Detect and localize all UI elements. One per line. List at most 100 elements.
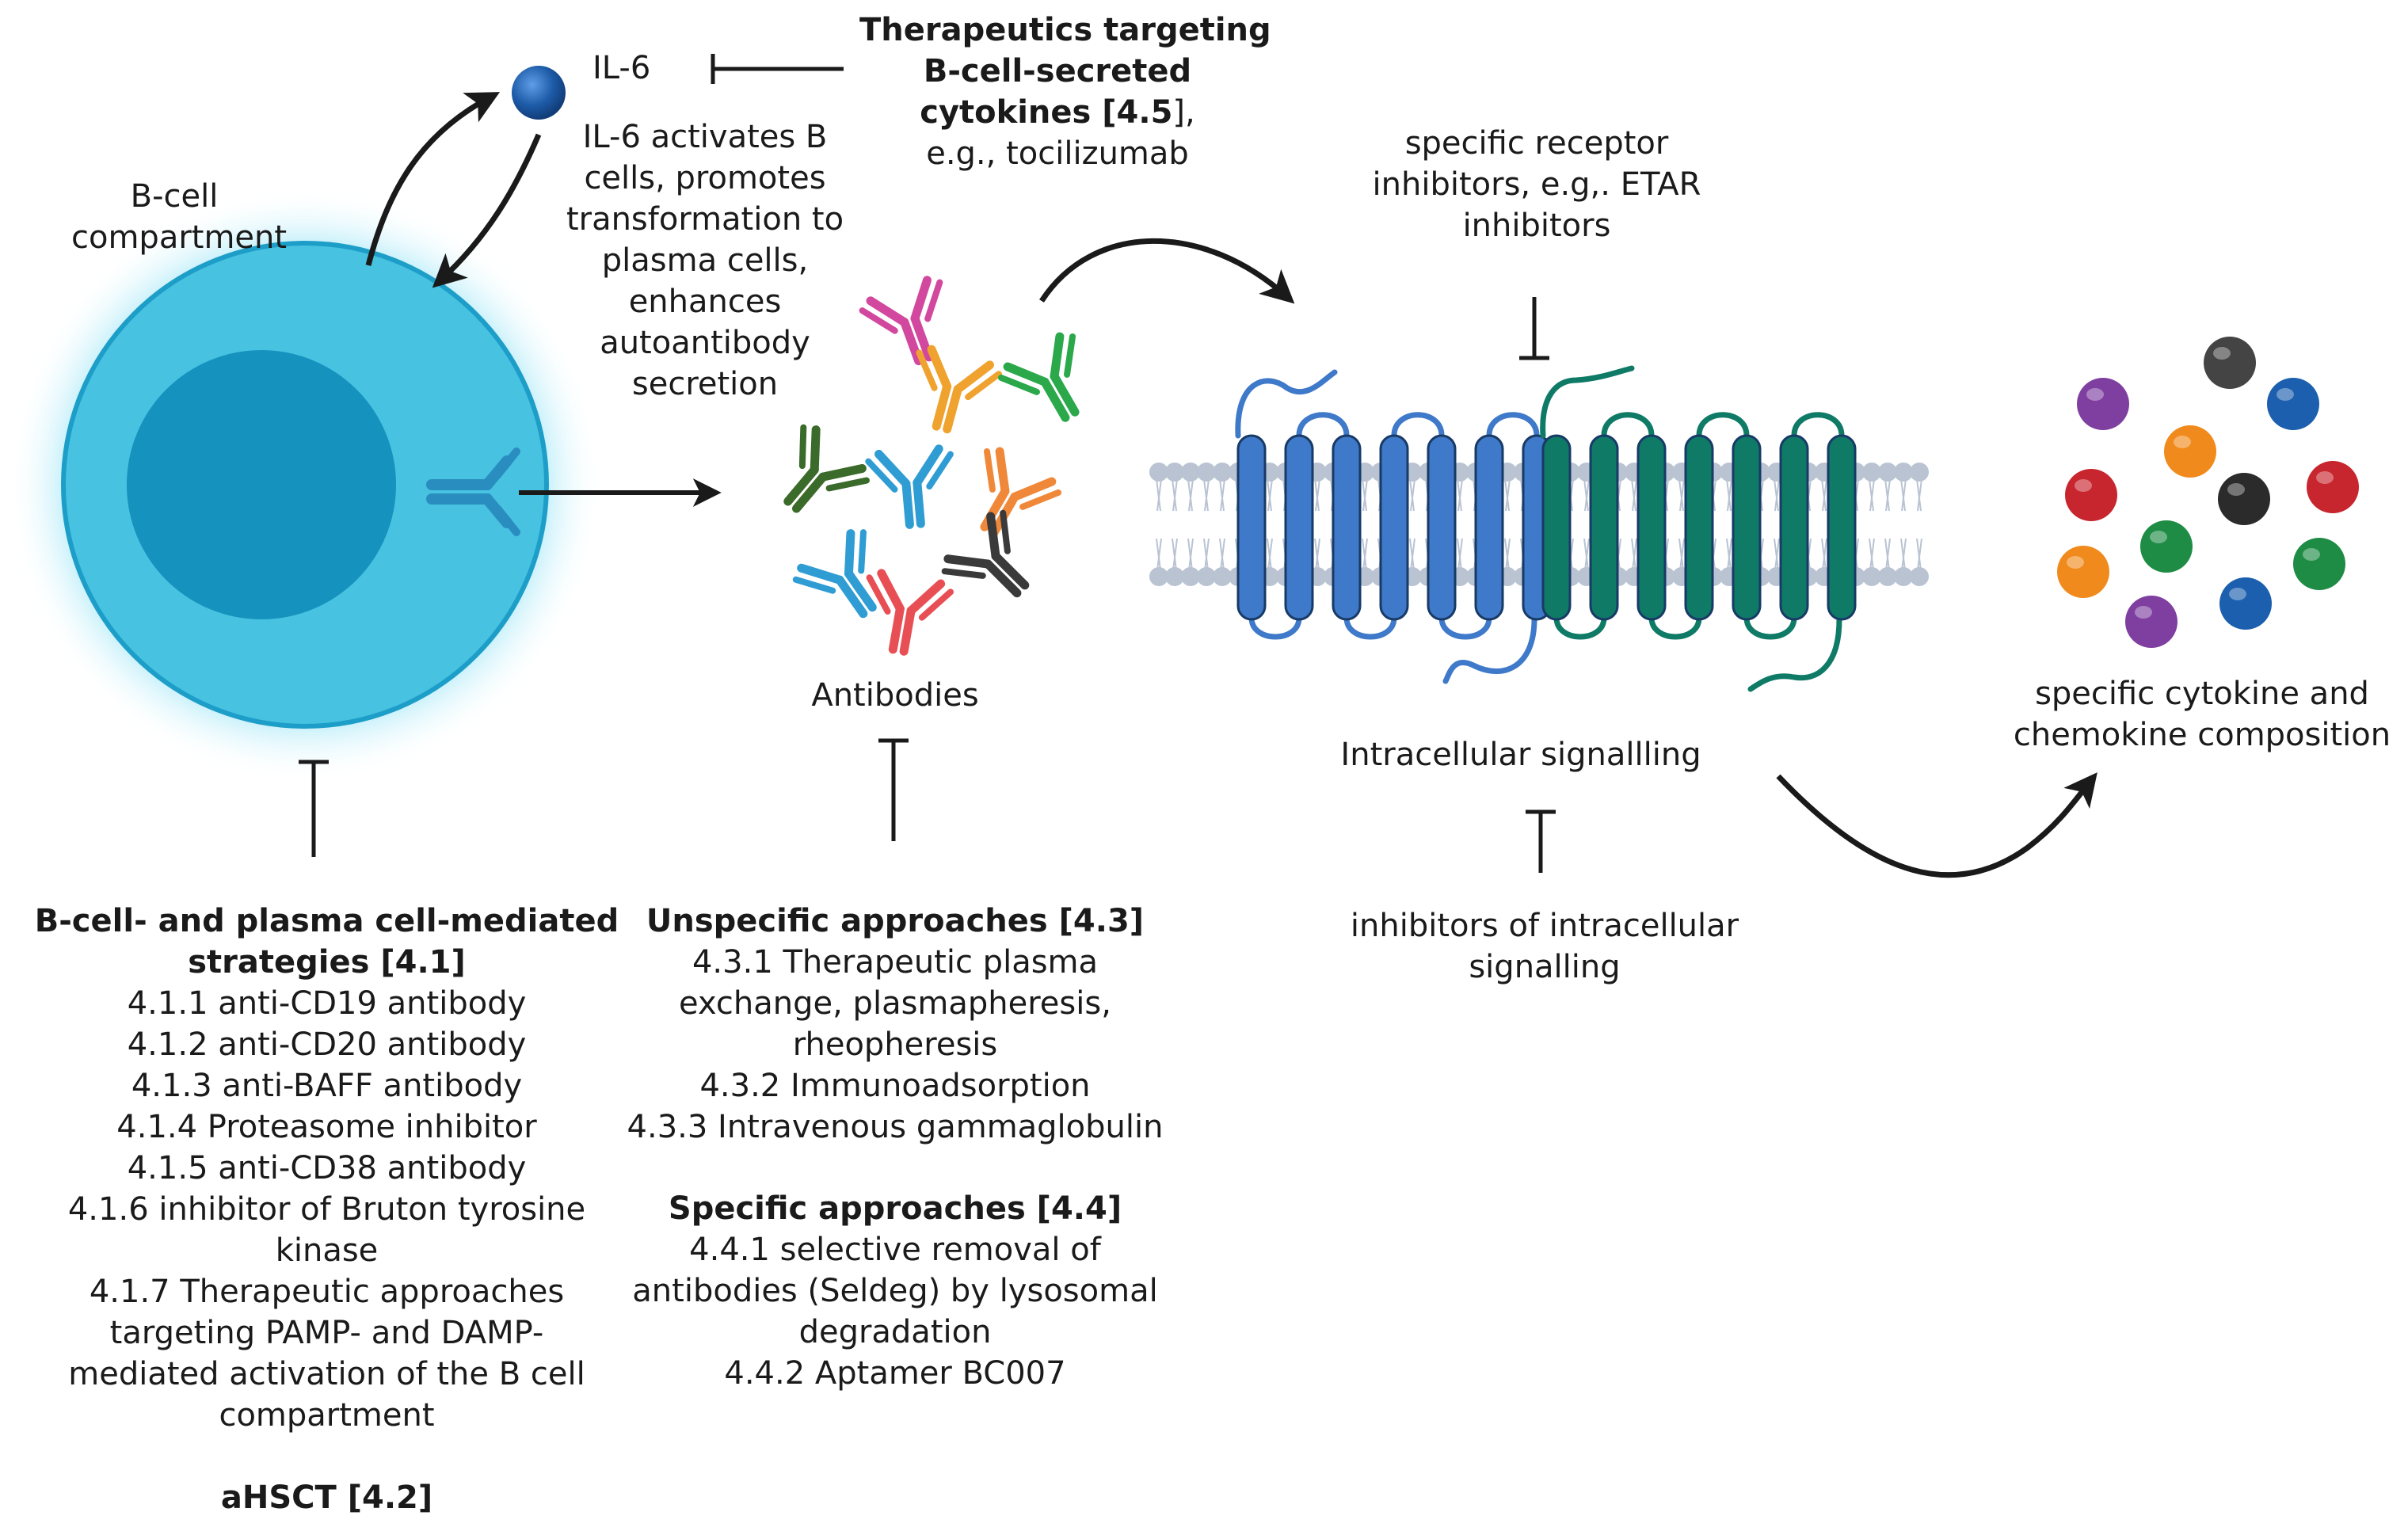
cytokine-highlight xyxy=(2075,479,2092,492)
lipid-tail xyxy=(1172,538,1178,571)
lipid-tail xyxy=(1774,538,1780,571)
receptor-n-terminus xyxy=(1235,369,1338,439)
therapeutics-ref-bold: cytokines [4.5 xyxy=(920,94,1173,131)
cytokine-molecule-icon xyxy=(2293,538,2345,590)
lipid-head xyxy=(1910,463,1929,482)
strategies-41-item: 4.1.1 anti-CD19 antibody xyxy=(127,985,527,1022)
inhibition-il6 xyxy=(711,54,844,84)
specific-44-block: Specific approaches [4.4] 4.4.1 selectiv… xyxy=(610,1188,1180,1394)
transmembrane-helix xyxy=(1236,434,1267,621)
lipid-tail xyxy=(1204,478,1210,512)
lipid-head xyxy=(1910,567,1929,586)
lipid-head xyxy=(1878,463,1897,482)
cytokine-molecule-icon xyxy=(2204,337,2256,389)
bcell-compartment-label: B-cell compartment xyxy=(71,176,288,258)
unspecific-43-item: 4.3.3 Intravenous gammaglobulin xyxy=(627,1109,1164,1145)
antibody-icon xyxy=(941,509,1030,598)
strategies-41-item: 4.1.3 anti-BAFF antibody xyxy=(131,1068,523,1104)
lipid-tail xyxy=(1584,478,1590,512)
ahsct-label: aHSCT [4.2] xyxy=(220,1480,433,1516)
lipid-tail xyxy=(1457,538,1463,571)
lipid-tail xyxy=(1584,538,1590,571)
therapeutics-ref-tail: ], xyxy=(1172,94,1195,131)
b-cell-receptor-icon xyxy=(426,447,520,536)
lipid-head xyxy=(1862,567,1881,586)
lipid-tail xyxy=(1156,538,1162,571)
lipid-tail xyxy=(1885,538,1891,571)
lipid-tail xyxy=(1822,478,1827,512)
lipid-tail xyxy=(1267,478,1273,512)
receptor-c-terminus xyxy=(1442,616,1537,684)
transmembrane-helix xyxy=(1827,434,1857,621)
lipid-head xyxy=(1894,463,1913,482)
cytokine-highlight xyxy=(2213,347,2231,360)
transmembrane-helix xyxy=(1779,434,1809,621)
cytokine-molecule-icon xyxy=(2077,378,2129,430)
antibody-icon xyxy=(997,332,1080,422)
transmembrane-helix xyxy=(1732,434,1762,621)
il6-description-line: secretion xyxy=(631,366,779,402)
lipid-tail xyxy=(1679,478,1685,512)
receptor-teal xyxy=(1540,365,1857,692)
arrow-il6-to-bcell xyxy=(432,133,542,288)
lipid-tail xyxy=(1204,538,1210,571)
receptor-blue xyxy=(1235,369,1552,684)
specific-44-title: Specific approaches [4.4] xyxy=(668,1190,1122,1227)
lipid-tail xyxy=(1505,478,1511,512)
antibody-icon xyxy=(865,444,954,529)
il6-molecule-icon xyxy=(512,66,566,120)
lipid-tail xyxy=(1679,538,1685,571)
lipid-tail xyxy=(1774,478,1780,512)
lipid-tail xyxy=(1220,478,1225,512)
therapeutics-ref-line: cytokines [4.5], xyxy=(859,92,1255,133)
lipid-tail xyxy=(1901,538,1907,571)
unspecific-43-item: 4.3.1 Therapeutic plasma xyxy=(692,944,1099,981)
il6-description-line: cells, promotes xyxy=(584,160,826,196)
lipid-head xyxy=(1213,463,1232,482)
il6-description-line: IL-6 activates B xyxy=(582,119,828,155)
cytokine-molecule-icon xyxy=(2218,473,2270,525)
arrow-bcell-to-il6 xyxy=(365,92,501,266)
il6-description: IL-6 activates B cells, promotes transfo… xyxy=(554,116,855,405)
transmembrane-helix xyxy=(1379,434,1409,621)
transmembrane-helix xyxy=(1284,434,1314,621)
transmembrane-helix xyxy=(1332,434,1362,621)
specific-44-item: 4.4.2 Aptamer BC007 xyxy=(724,1355,1066,1392)
spacer xyxy=(32,1436,622,1477)
cytokine-highlight xyxy=(2174,436,2191,448)
lipid-tail xyxy=(1505,538,1511,571)
strategies-41-item: 4.1.7 Therapeutic approaches xyxy=(89,1274,565,1310)
il6-description-line: plasma cells, xyxy=(601,242,809,279)
strategies-41-title: B-cell- and plasma cell-mediated xyxy=(34,903,619,939)
lipid-tail xyxy=(1727,478,1732,512)
b-cell-nucleus xyxy=(127,350,396,619)
receptor-loop xyxy=(1553,412,1845,640)
antibodies-cluster xyxy=(783,276,1080,656)
arrow-signalling-to-cytokines xyxy=(1776,772,2097,878)
antibody-icon xyxy=(792,529,877,619)
antibody-icon xyxy=(866,569,954,656)
inhibition-antibodies xyxy=(878,738,909,841)
antibody-icon xyxy=(859,276,943,366)
lipid-tail xyxy=(1917,478,1922,512)
inhibition-signalling xyxy=(1526,809,1556,873)
strategies-41-block: B-cell- and plasma cell-mediated strateg… xyxy=(32,901,622,1518)
lipid-tail xyxy=(1188,538,1194,571)
lipid-head xyxy=(1149,463,1168,482)
lipid-tail xyxy=(1267,538,1273,571)
lipid-tail xyxy=(1410,538,1415,571)
lipid-head xyxy=(1181,463,1200,482)
lipid-head xyxy=(1197,463,1216,482)
cytokine-composition-label: specific cytokine and chemokine composit… xyxy=(1996,673,2408,756)
strategies-41-item: 4.1.5 anti-CD38 antibody xyxy=(127,1150,527,1186)
bcell-compartment-line: compartment xyxy=(71,219,288,256)
lipid-tail xyxy=(1220,538,1225,571)
therapeutics-title-line: B-cell-secreted xyxy=(923,53,1192,89)
lipid-tail xyxy=(1362,538,1368,571)
receptor-inhibitors-line: inhibitors, e.g,. ETAR xyxy=(1372,166,1701,203)
antibodies-label: Antibodies xyxy=(811,677,979,714)
cytokine-highlight xyxy=(2303,548,2320,561)
b-cell xyxy=(8,188,602,782)
lipid-tail xyxy=(1188,478,1194,512)
